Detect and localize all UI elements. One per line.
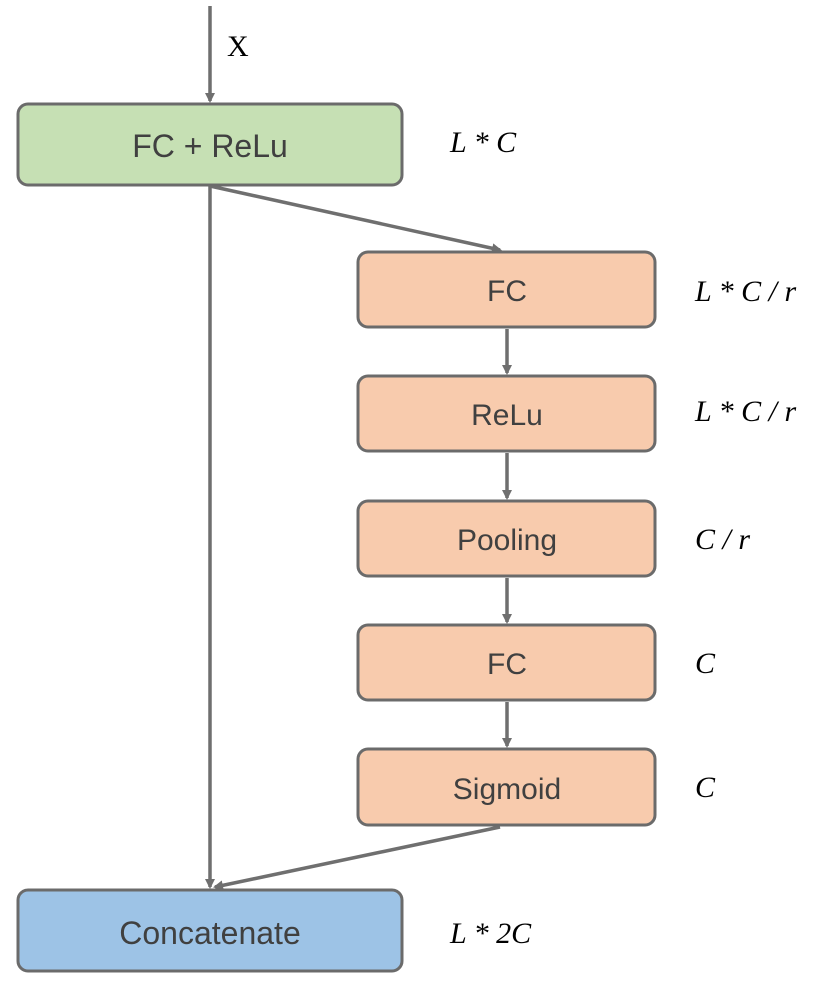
- sigmoid-to-concat-arrow: [213, 825, 501, 891]
- concatenate-dim: L * 2C: [449, 917, 532, 950]
- fc1-label: FC: [487, 275, 527, 308]
- concatenate-node: Concatenate: [16, 888, 404, 973]
- relu-label: ReLu: [471, 399, 543, 432]
- pooling-node: Pooling: [356, 499, 657, 578]
- fc1-box: [356, 250, 657, 329]
- pooling-label: Pooling: [457, 524, 557, 557]
- pooling-dim: C / r: [695, 523, 750, 556]
- input-label: X: [227, 30, 249, 63]
- fc-relu-box: [16, 102, 404, 187]
- branch-arrow: [209, 184, 502, 254]
- sigmoid-label: Sigmoid: [453, 773, 561, 806]
- pooling-box: [356, 499, 657, 578]
- sigmoid-dim: C: [695, 771, 716, 804]
- relu-node: ReLu: [356, 374, 657, 453]
- fc2-label: FC: [487, 648, 527, 681]
- fc2-box: [356, 623, 657, 702]
- fc2-dim: C: [695, 647, 716, 680]
- fc-relu-node: FC + ReLu: [16, 102, 404, 187]
- fc1-dim: L * C / r: [694, 275, 796, 308]
- fc-relu-dim: L * C: [449, 126, 517, 159]
- concatenate-box: [16, 888, 404, 973]
- concatenate-label: Concatenate: [119, 915, 300, 951]
- fc-relu-label: FC + ReLu: [132, 128, 288, 164]
- sigmoid-box: [356, 747, 657, 827]
- fc2-node: FC: [356, 623, 657, 702]
- fc1-node: FC: [356, 250, 657, 329]
- relu-box: [356, 374, 657, 453]
- relu-dim: L * C / r: [694, 395, 796, 428]
- sigmoid-node: Sigmoid: [356, 747, 657, 827]
